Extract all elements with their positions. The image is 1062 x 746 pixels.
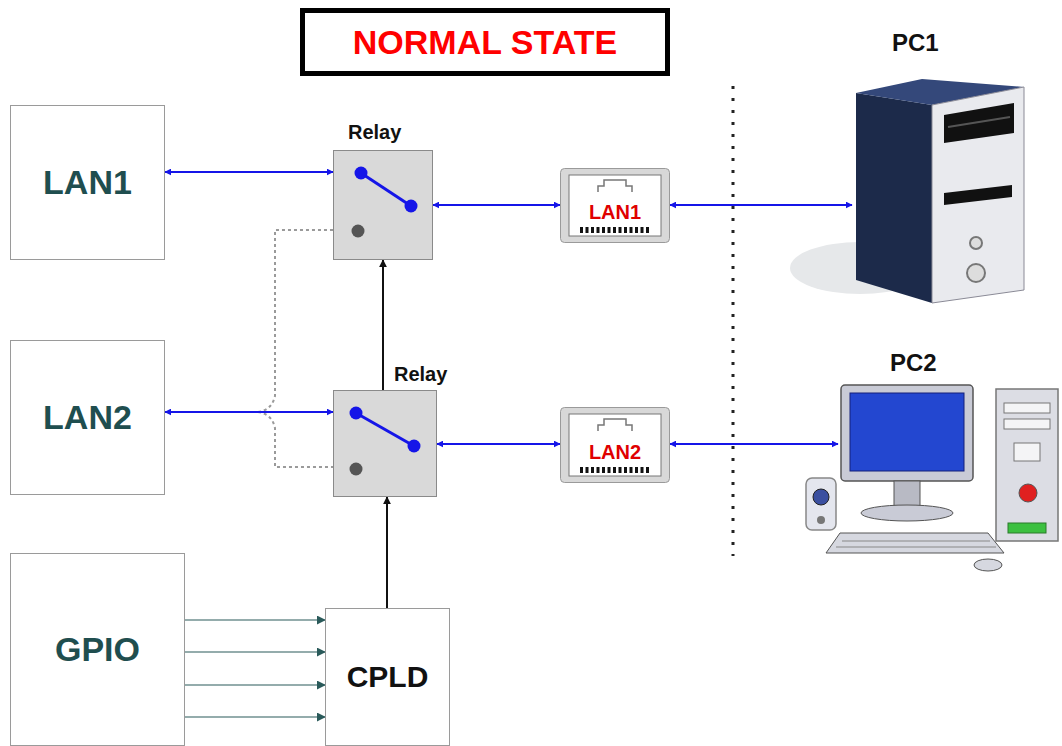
control-arrow [185,619,325,620]
relay-box: Relay [333,150,433,260]
separator-line [732,86,735,556]
rj45-jack: LAN1 [560,168,670,243]
node-text: LAN1 [589,201,641,224]
desktop-pc: PC2 [838,385,1060,575]
network-link [165,411,333,413]
title-box: NORMAL STATE [300,8,670,76]
cpld-box: CPLD [325,608,450,746]
control-arrow [185,716,325,717]
network-link [437,443,560,445]
relay-box-art [334,391,436,496]
network-link [165,171,333,173]
node-text: LAN2 [589,441,641,464]
gpio-box: GPIO [10,553,185,746]
control-arrow [382,260,384,390]
speaker [806,478,836,530]
control-arrow [185,651,325,652]
control-arrow [185,684,325,685]
network-link [433,204,560,206]
pc-tower-art [852,75,1030,305]
lan-port-box: LAN1 [10,105,165,260]
node-label: PC1 [892,29,939,57]
network-link [670,204,852,206]
relay-box: Relay [333,390,437,497]
desktop-pc-art [838,385,1060,575]
rj45-jack: LAN2 [560,407,670,483]
node-text: LAN2 [43,398,132,437]
pc-tower: PC1 [852,75,1030,305]
node-text: CPLD [347,660,429,694]
node-label: Relay [394,363,447,386]
title-text: NORMAL STATE [353,23,617,62]
node-text: LAN1 [43,163,132,202]
node-label: Relay [348,121,401,144]
lan-port-box: LAN2 [10,340,165,495]
network-link [670,443,838,445]
relay-box-art [334,151,432,259]
node-text: GPIO [55,630,140,669]
node-label: PC2 [890,349,937,377]
control-arrow [386,497,388,608]
